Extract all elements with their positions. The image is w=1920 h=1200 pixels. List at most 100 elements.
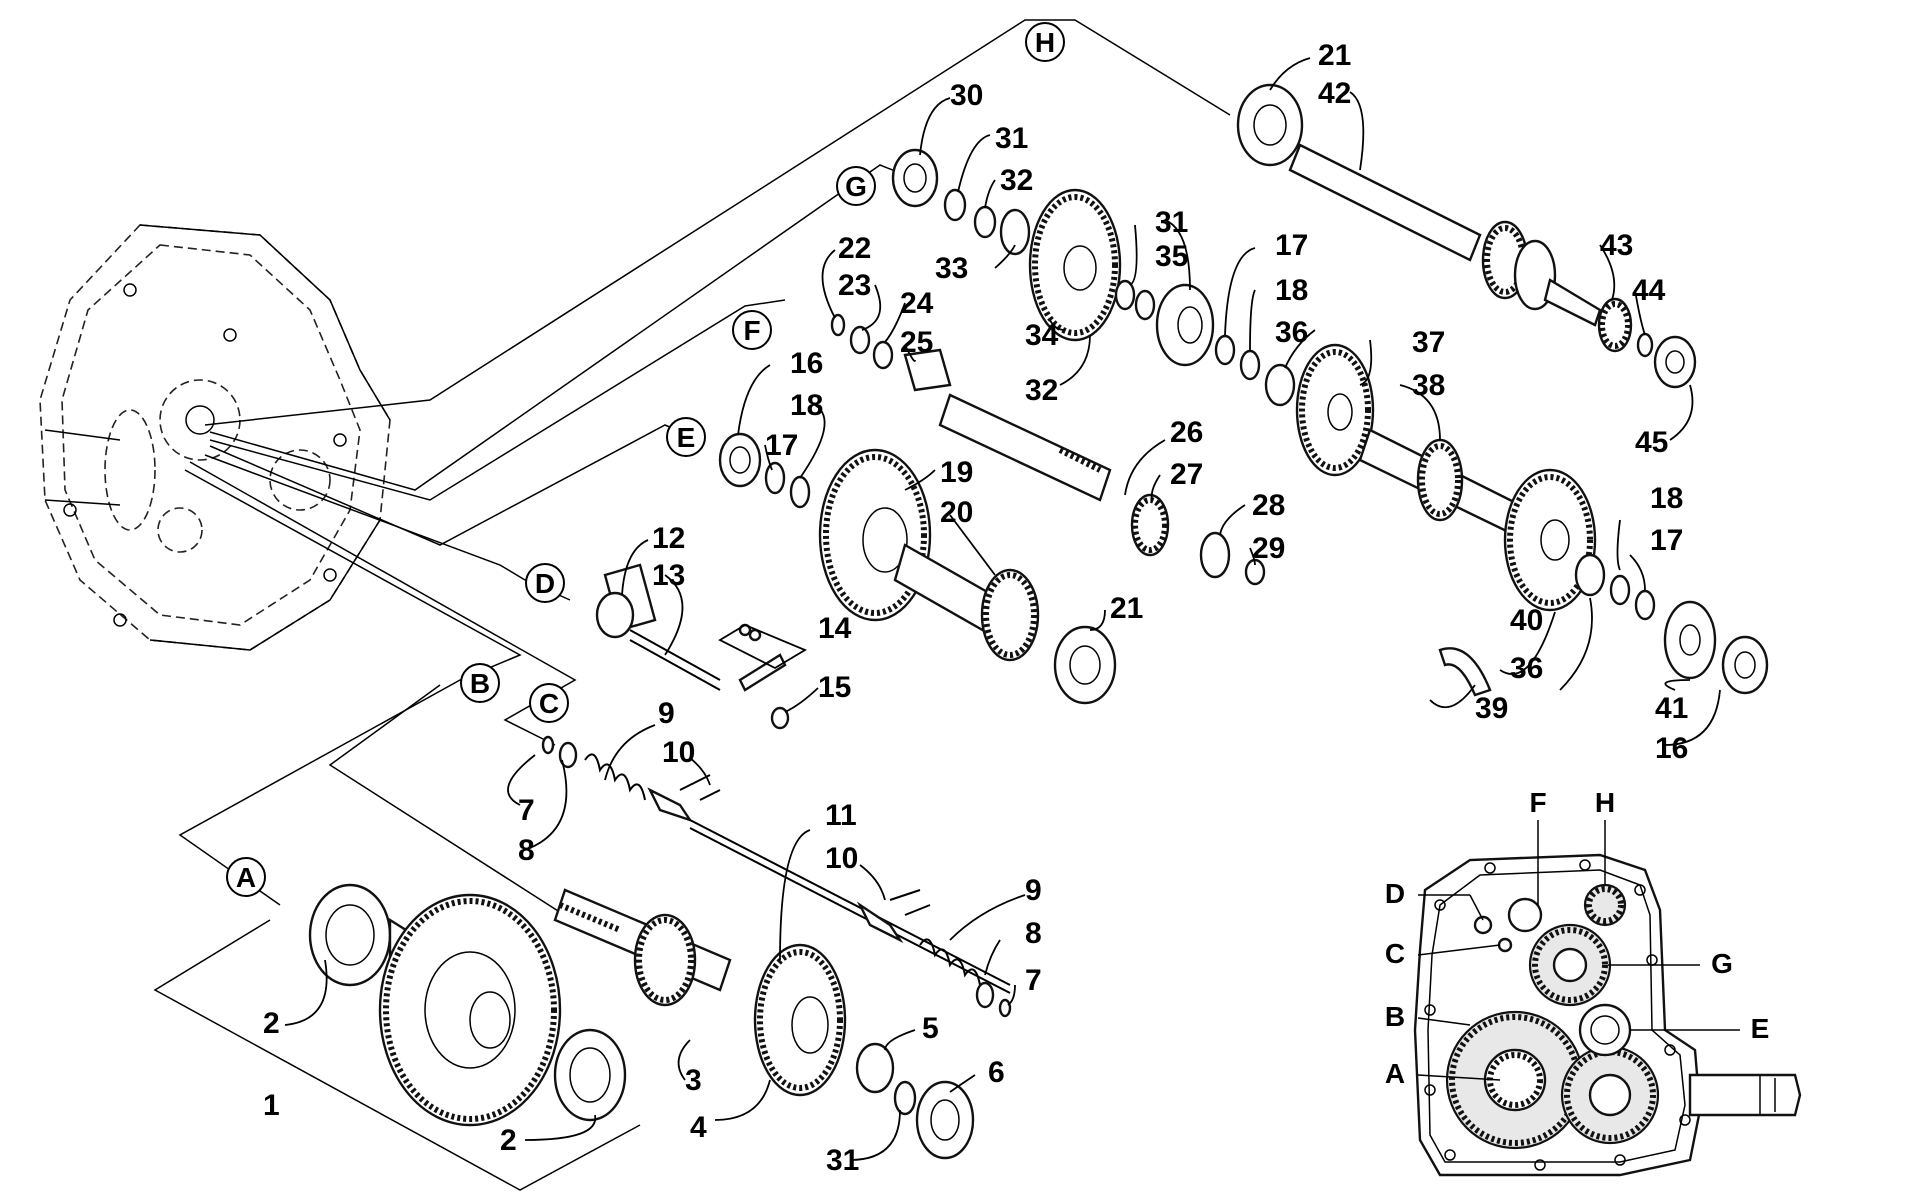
callout-31: 31 <box>1155 206 1188 239</box>
callout-17: 17 <box>765 429 798 462</box>
gear-4 <box>753 943 847 1097</box>
callout-12: 12 <box>652 522 685 555</box>
clip-15 <box>770 706 790 730</box>
bearing-33 <box>999 208 1031 256</box>
part-number-callouts: 21 42 30 31 32 33 34 32 31 35 17 18 36 3… <box>263 39 1688 1177</box>
washer-5 <box>855 1042 895 1094</box>
bearing-36a <box>1264 363 1296 407</box>
callout-21: 21 <box>1110 592 1143 625</box>
fork-10b <box>856 901 904 944</box>
svg-text:E: E <box>677 422 696 453</box>
svg-text:B: B <box>470 668 490 699</box>
callout-2: 2 <box>263 1007 280 1040</box>
callout-18: 18 <box>1650 482 1683 515</box>
gear-3 <box>633 913 697 1007</box>
shaft-h-marker <box>1025 22 1065 62</box>
callout-15: 15 <box>818 671 851 704</box>
svg-text:F: F <box>743 315 760 346</box>
bearing-16b <box>1721 635 1769 695</box>
callout-8: 8 <box>1025 917 1042 950</box>
callout-7: 7 <box>1025 964 1042 997</box>
shaft-a-assembly <box>308 883 627 1127</box>
shaft-h-assembly <box>1236 83 1697 389</box>
callout-38: 38 <box>1412 369 1445 402</box>
callout-14: 14 <box>818 612 852 645</box>
callout-1: 1 <box>263 1089 280 1122</box>
callout-9: 9 <box>1025 874 1042 907</box>
callout-17: 17 <box>1275 229 1308 262</box>
gear-20 <box>980 568 1040 662</box>
inset-output-shaft <box>1688 1073 1802 1117</box>
gear-19 <box>818 448 932 622</box>
inset-label-d: D <box>1385 878 1405 909</box>
callout-7: 7 <box>518 794 535 827</box>
shaft-d-assembly <box>595 563 790 730</box>
callout-4: 4 <box>690 1111 707 1144</box>
ring-18b <box>1239 349 1261 381</box>
svg-text:H: H <box>1035 27 1055 58</box>
inset-label-f: F <box>1529 787 1546 818</box>
shaft-g-marker <box>836 166 876 206</box>
part-number-leaders <box>284 57 1721 1161</box>
callout-29: 29 <box>1252 532 1285 565</box>
callout-19: 19 <box>940 456 973 489</box>
shaft-f-marker <box>732 310 772 350</box>
callout-24: 24 <box>900 287 934 320</box>
callout-18: 18 <box>1275 274 1308 307</box>
callout-40: 40 <box>1510 604 1543 637</box>
callout-36: 36 <box>1510 652 1543 685</box>
callout-23: 23 <box>838 269 871 302</box>
inset-shaft-f <box>1507 897 1543 933</box>
callout-36: 36 <box>1275 316 1308 349</box>
callout-18: 18 <box>790 389 823 422</box>
gear-34 <box>1028 188 1122 342</box>
ring-18a <box>789 475 811 509</box>
inset-label-h: H <box>1595 787 1615 818</box>
hub-41 <box>1663 600 1717 680</box>
bearing-21a <box>1236 83 1304 167</box>
callout-27: 27 <box>1170 458 1203 491</box>
callout-43: 43 <box>1600 229 1633 262</box>
callout-10: 10 <box>662 736 695 769</box>
hub-35 <box>1155 283 1215 367</box>
callout-20: 20 <box>940 496 973 529</box>
shaft-e-marker <box>666 417 706 457</box>
inset-label-b: B <box>1385 1001 1405 1032</box>
gear-37 <box>1295 343 1375 477</box>
bearing-30 <box>891 148 939 208</box>
callout-42: 42 <box>1318 77 1351 110</box>
ring-32a <box>973 205 997 239</box>
shaft-f-assembly <box>830 313 1266 586</box>
callout-8: 8 <box>518 834 535 867</box>
inset-label-e: E <box>1751 1013 1770 1044</box>
callout-32: 32 <box>1025 374 1058 407</box>
shaft-g-assembly <box>891 148 1769 697</box>
clip-22 <box>830 313 846 337</box>
callout-9: 9 <box>658 697 675 730</box>
callout-26: 26 <box>1170 416 1203 449</box>
callout-6: 6 <box>988 1056 1005 1089</box>
ring-17b <box>1214 334 1236 366</box>
shim-39 <box>1438 647 1492 697</box>
shaft-letter-circles: H G F E D B C A <box>226 22 1065 897</box>
ring-17c <box>1634 589 1656 621</box>
clip-44 <box>1636 332 1654 358</box>
callout-17: 17 <box>1650 524 1683 557</box>
callout-16: 16 <box>790 347 823 380</box>
svg-text:G: G <box>845 171 867 202</box>
callout-21: 21 <box>1318 39 1351 72</box>
callout-39: 39 <box>1475 692 1508 725</box>
callout-37: 37 <box>1412 326 1445 359</box>
bearing-36b <box>1574 553 1606 597</box>
bearing-6 <box>915 1080 975 1160</box>
bearing-2a <box>308 883 392 987</box>
washer-23 <box>849 325 871 355</box>
ring-18c <box>1609 574 1631 606</box>
shaft-c-marker <box>529 683 569 723</box>
callout-13: 13 <box>652 559 685 592</box>
callout-28: 28 <box>1252 489 1285 522</box>
inset-label-a: A <box>1385 1058 1405 1089</box>
callout-32: 32 <box>1000 164 1033 197</box>
callout-3: 3 <box>685 1064 702 1097</box>
collar-28 <box>1199 531 1231 579</box>
